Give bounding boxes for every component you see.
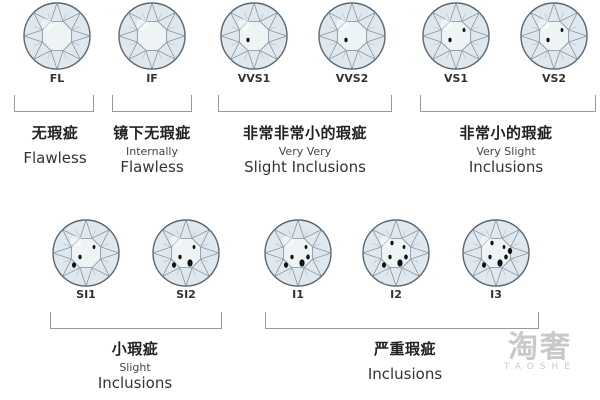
inclusion-mark	[560, 28, 564, 32]
group-vs-en-small: Very Slight	[476, 145, 536, 158]
watermark-main: 淘奢	[507, 330, 572, 365]
inclusion-mark	[306, 254, 310, 260]
gem-code-vs1: VS1	[443, 72, 469, 85]
inclusion-mark	[78, 254, 82, 260]
group-vvs: 非常非常小的瑕疵 Very Very Slight Inclusions	[205, 122, 405, 176]
group-vs-zh: 非常小的瑕疵	[459, 124, 553, 142]
bracket-fl	[14, 95, 94, 112]
gem-code-si1: SI1	[76, 288, 96, 301]
diamond-si1	[51, 218, 121, 288]
inclusion-mark	[344, 37, 348, 43]
inclusion-mark	[482, 262, 486, 268]
inclusion-mark	[192, 245, 196, 249]
bracket-i	[265, 312, 539, 329]
group-flawless: 无瑕疵 Flawless	[5, 122, 105, 167]
bracket-vs	[420, 95, 596, 112]
watermark-logo: 淘奢 TAOSHE	[504, 322, 576, 372]
diamond-i3	[461, 218, 531, 288]
gem-code-i1: I1	[292, 288, 304, 301]
group-i-zh: 严重瑕疵	[373, 340, 436, 358]
inclusion-mark	[299, 259, 305, 267]
inclusion-mark	[304, 245, 308, 249]
inclusion-mark	[502, 245, 506, 249]
diamond-i1	[263, 218, 333, 288]
inclusion-mark	[284, 262, 288, 268]
group-internally-flawless: 镜下无瑕疵 Internally Flawless	[100, 122, 204, 176]
inclusion-mark	[507, 247, 513, 255]
diamond-si2	[151, 218, 221, 288]
inclusion-mark	[92, 245, 96, 249]
gem-code-i2: I2	[390, 288, 402, 301]
gem-code-vvs2: VVS2	[335, 72, 369, 85]
diamond-fl	[22, 1, 92, 71]
gem-code-si2: SI2	[176, 288, 196, 301]
group-si: 小瑕疵 Slight Inclusions	[55, 338, 215, 392]
inclusion-mark	[546, 37, 550, 43]
inclusion-mark	[504, 254, 508, 260]
group-vs: 非常小的瑕疵 Very Slight Inclusions	[420, 122, 592, 176]
inclusion-mark	[490, 240, 494, 246]
gem-code-fl: FL	[49, 72, 65, 85]
inclusion-mark	[388, 254, 392, 260]
group-flawless-zh: 无瑕疵	[31, 124, 79, 142]
inclusion-mark	[187, 259, 193, 267]
gem-code-vs2: VS2	[541, 72, 567, 85]
diamond-vs1	[421, 1, 491, 71]
group-si-en-big: Inclusions	[97, 374, 173, 392]
inclusion-mark	[462, 28, 466, 32]
group-if-en-small: Internally	[126, 145, 178, 158]
diamond-if	[117, 1, 187, 71]
bracket-if	[112, 95, 192, 112]
inclusion-mark	[404, 254, 408, 260]
bracket-si	[50, 312, 222, 329]
inclusion-mark	[246, 37, 250, 43]
inclusion-mark	[72, 262, 76, 268]
group-si-zh: 小瑕疵	[111, 340, 159, 358]
group-flawless-en: Flawless	[23, 149, 87, 167]
inclusion-mark	[448, 37, 452, 43]
gem-code-if: IF	[146, 72, 158, 85]
inclusion-mark	[290, 254, 294, 260]
group-vvs-en-big: Slight Inclusions	[244, 158, 366, 176]
diamond-vvs1	[219, 1, 289, 71]
watermark-sub: TAOSHE	[503, 362, 576, 372]
inclusion-mark	[402, 245, 406, 249]
group-if-en-big: Flawless	[120, 158, 184, 176]
group-vvs-zh: 非常非常小的瑕疵	[242, 124, 367, 142]
group-i-en-big: Inclusions	[367, 365, 443, 383]
bracket-vvs	[218, 95, 392, 112]
gem-code-vvs1: VVS1	[237, 72, 271, 85]
inclusion-mark	[390, 240, 394, 246]
inclusion-mark	[488, 254, 492, 260]
gem-code-i3: I3	[490, 288, 502, 301]
group-i: 严重瑕疵 Inclusions	[320, 338, 490, 383]
diamond-vvs2	[317, 1, 387, 71]
group-si-en-small: Slight	[119, 361, 151, 374]
inclusion-mark	[382, 262, 386, 268]
diamond-vs2	[519, 1, 589, 71]
inclusion-mark	[178, 254, 182, 260]
group-vs-en-big: Inclusions	[468, 158, 544, 176]
inclusion-mark	[397, 259, 403, 267]
inclusion-mark	[172, 262, 176, 268]
group-if-zh: 镜下无瑕疵	[113, 124, 191, 142]
group-vvs-en-small: Very Very	[278, 145, 332, 158]
diamond-i2	[361, 218, 431, 288]
inclusion-mark	[497, 259, 503, 267]
